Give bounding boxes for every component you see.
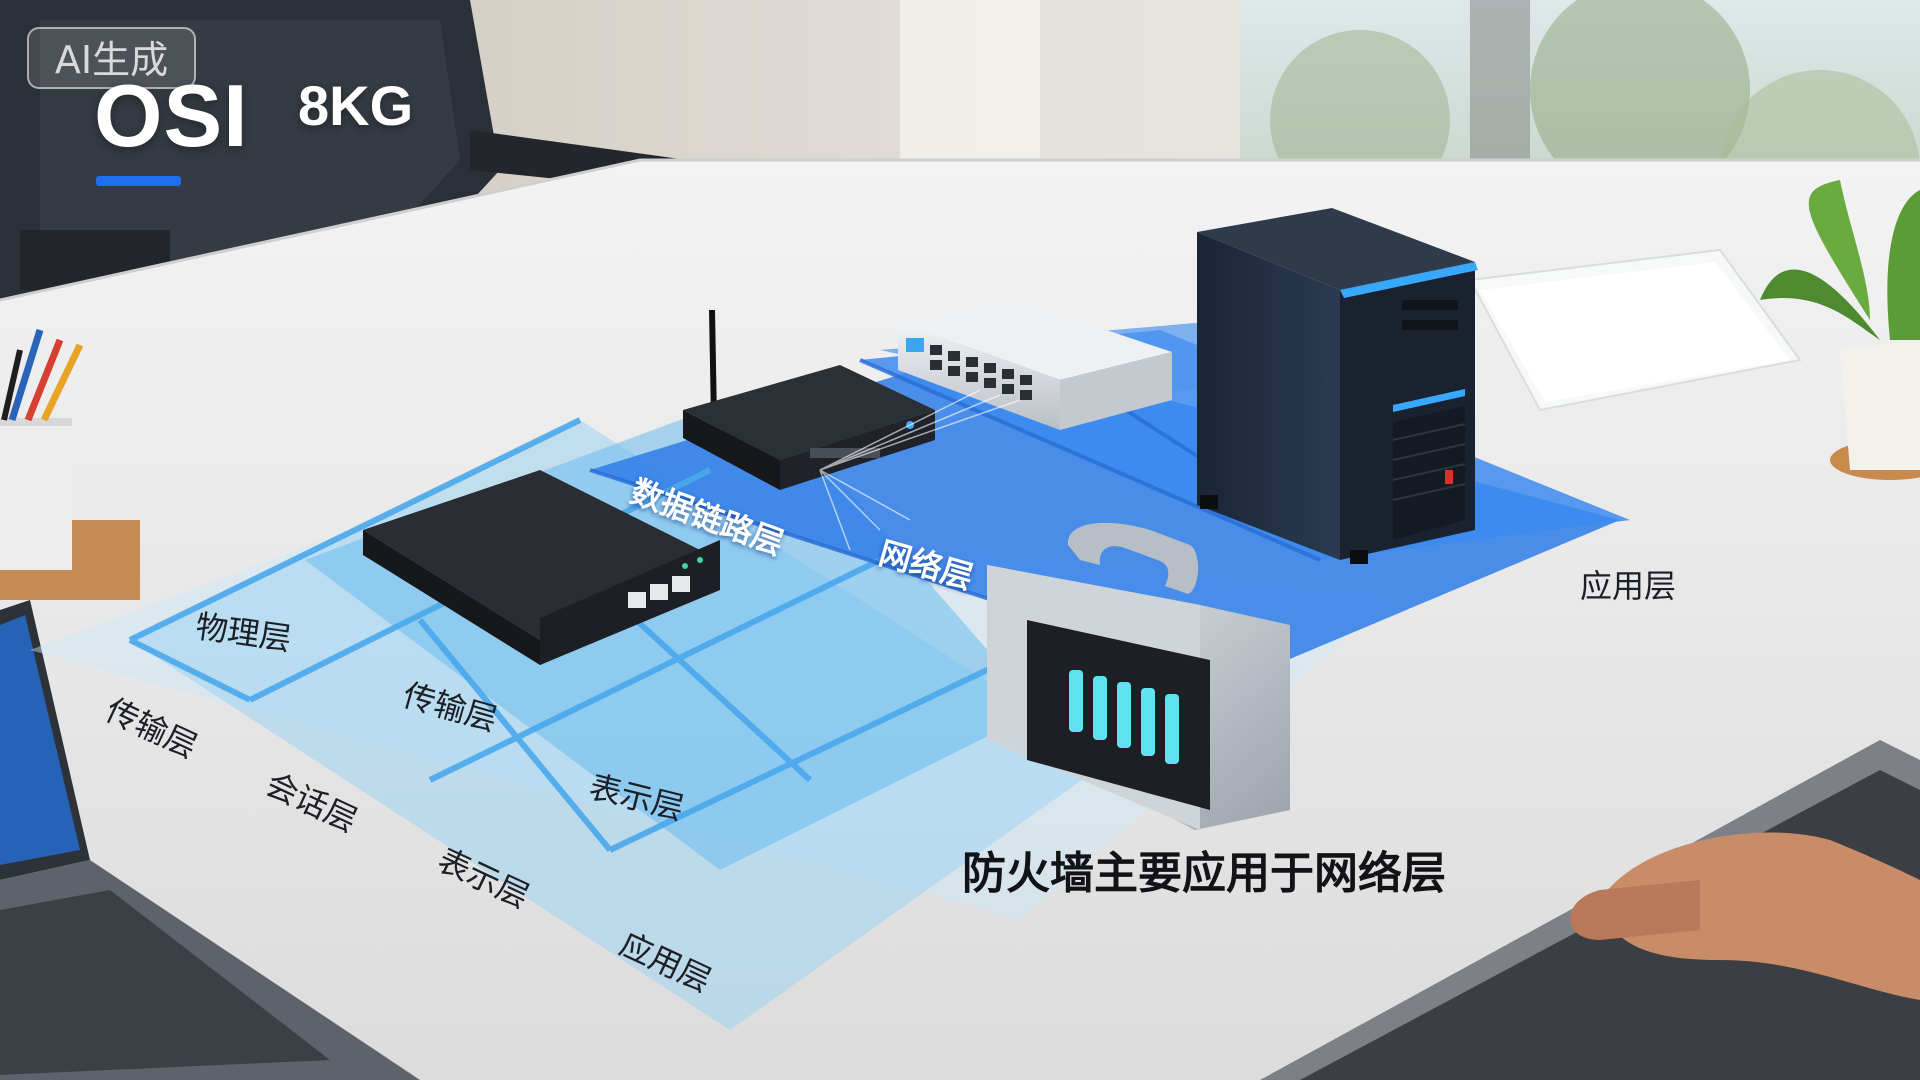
pencil-cup-icon [0,328,140,600]
laptop-icon [0,600,420,1080]
wifi-router-icon [683,309,935,490]
title-underline [96,176,181,186]
ai-generated-badge: AI生成 [27,27,196,89]
network-switch-icon [898,298,1172,430]
page-title: OSI [94,66,249,165]
label-application-layer-right: 应用层 [1580,567,1677,605]
potted-plant-icon [1760,180,1920,480]
paper-stack-icon [1468,248,1802,412]
brand-logo: 8KG [298,74,414,137]
hand-icon [1570,832,1920,1000]
firewall-caption: 防火墙主要应用于网络层 [962,848,1446,899]
router-icon [363,470,720,665]
firewall-icon [987,522,1290,830]
tower-server-icon [1197,208,1478,564]
